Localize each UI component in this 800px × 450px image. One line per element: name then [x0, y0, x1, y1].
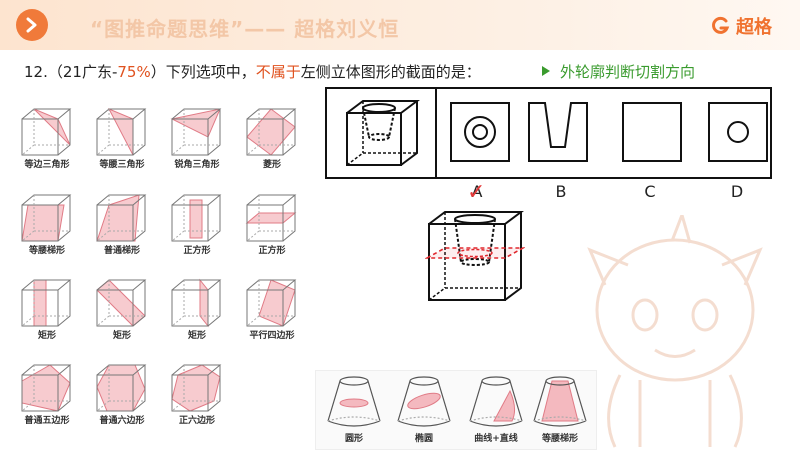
options-strip — [325, 87, 772, 179]
cube-section-label: 正方形 — [258, 246, 286, 256]
cube-section-label: 矩形 — [37, 331, 56, 341]
hint-text: 外轮廓判断切割方向 — [540, 61, 695, 82]
frustum-section-figure — [533, 376, 587, 427]
frustum-section-figure — [397, 376, 451, 427]
unicorn-mascot-watermark — [587, 215, 763, 448]
cube-section-label: 普通五边形 — [24, 416, 70, 426]
answer-checkmark: ✓ — [467, 180, 486, 205]
cube-section-figure — [96, 279, 147, 327]
cube-section-label: 正六边形 — [178, 416, 215, 426]
cube-section-example: 正方形 — [237, 193, 307, 269]
question-text: 12.（21广东-75%）下列选项中，不属于左侧立体图形的截面的是： — [24, 61, 481, 82]
option-a-figure[interactable] — [449, 101, 511, 163]
cube-section-example: 菱形 — [237, 107, 307, 183]
frustum-section-figure — [469, 376, 523, 427]
option-a-label[interactable]: A — [471, 182, 483, 201]
explanation-cut-figure — [425, 211, 525, 301]
given-solid-figure — [346, 100, 420, 166]
option-b-label[interactable]: B — [555, 182, 567, 201]
cube-section-figure — [21, 194, 72, 242]
cube-section-label: 普通六边形 — [99, 416, 145, 426]
cube-section-example: 矩形 — [87, 278, 157, 354]
next-button[interactable] — [16, 9, 48, 41]
triangle-right-icon — [542, 66, 550, 76]
cube-section-figure — [171, 278, 222, 328]
solid-section-example: 椭圆 — [394, 373, 454, 447]
cube-section-label: 锐角三角形 — [174, 160, 220, 170]
cube-section-figure — [171, 194, 222, 242]
brand-logo-icon — [712, 16, 730, 34]
solid-section-example: 等腰梯形 — [530, 373, 590, 447]
cube-section-label: 平行四边形 — [249, 331, 295, 341]
cube-section-figure — [171, 364, 222, 412]
header-title: “图推命题思维”—— 超格刘义恒 — [90, 17, 400, 41]
solid-section-label: 圆形 — [344, 434, 363, 444]
cube-section-example: 等腰三角形 — [87, 107, 157, 183]
option-c-label[interactable]: C — [644, 182, 656, 201]
cube-section-figure — [246, 108, 297, 156]
cube-section-example: 等边三角形 — [12, 107, 82, 183]
solid-section-label: 曲线+直线 — [474, 434, 518, 444]
option-b-figure[interactable] — [527, 101, 589, 163]
question-source-suffix: ）下列选项中， — [150, 63, 256, 81]
cube-section-figure — [246, 279, 297, 327]
chevron-right-icon — [26, 17, 37, 33]
cube-section-label: 矩形 — [112, 331, 131, 341]
brand: 超格 — [710, 13, 772, 39]
cube-section-example: 矩形 — [12, 278, 82, 354]
cube-section-label: 矩形 — [187, 331, 206, 341]
cube-section-label: 等腰三角形 — [99, 160, 145, 170]
options-divider — [435, 89, 437, 177]
option-c-figure[interactable] — [621, 101, 683, 163]
cube-section-example: 矩形 — [162, 278, 232, 354]
cube-section-example: 正方形 — [162, 193, 232, 269]
cube-section-label: 等腰梯形 — [28, 246, 65, 256]
cube-section-figure — [21, 364, 72, 412]
cube-section-label: 普通梯形 — [103, 246, 140, 256]
cube-section-figure — [21, 108, 72, 156]
cube-section-example: 平行四边形 — [237, 278, 307, 354]
cube-section-figure — [96, 108, 147, 156]
solid-section-example: 曲线+直线 — [466, 373, 526, 447]
question-emphasis: 不属于 — [255, 63, 301, 81]
cube-section-figure — [170, 108, 222, 156]
header-bar: “图推命题思维”—— 超格刘义恒 超格 — [0, 0, 800, 50]
cube-section-figure — [96, 194, 147, 242]
solid-section-example: 圆形 — [324, 373, 384, 447]
cube-section-example: 锐角三角形 — [162, 107, 232, 183]
cube-section-example: 普通六边形 — [87, 363, 157, 439]
solid-section-label: 椭圆 — [414, 434, 433, 444]
question-accuracy: 75% — [117, 63, 151, 81]
solid-section-strip: 圆形 椭圆 曲线+直线 等腰梯形 — [315, 370, 597, 450]
cube-section-example: 普通梯形 — [87, 193, 157, 269]
cube-section-example: 正六边形 — [162, 363, 232, 439]
question-number: 12. — [24, 63, 48, 81]
option-d-figure[interactable] — [707, 101, 769, 163]
cube-section-figure — [21, 279, 72, 327]
cube-section-example: 等腰梯形 — [12, 193, 82, 269]
question-stem: 左侧立体图形的截面的是： — [300, 63, 481, 81]
frustum-section-figure — [327, 376, 381, 427]
cube-section-example: 普通五边形 — [12, 363, 82, 439]
brand-name: 超格 — [736, 17, 772, 38]
hint-label: 外轮廓判断切割方向 — [560, 63, 696, 81]
solid-section-label: 等腰梯形 — [541, 434, 578, 444]
cube-section-label: 正方形 — [183, 246, 211, 256]
option-d-label[interactable]: D — [730, 182, 744, 201]
cube-section-label: 等边三角形 — [24, 160, 70, 170]
cube-section-figure — [96, 364, 147, 412]
cube-section-figure — [245, 194, 297, 242]
question-source-prefix: （21广东- — [47, 63, 118, 81]
cube-section-label: 菱形 — [262, 160, 281, 170]
